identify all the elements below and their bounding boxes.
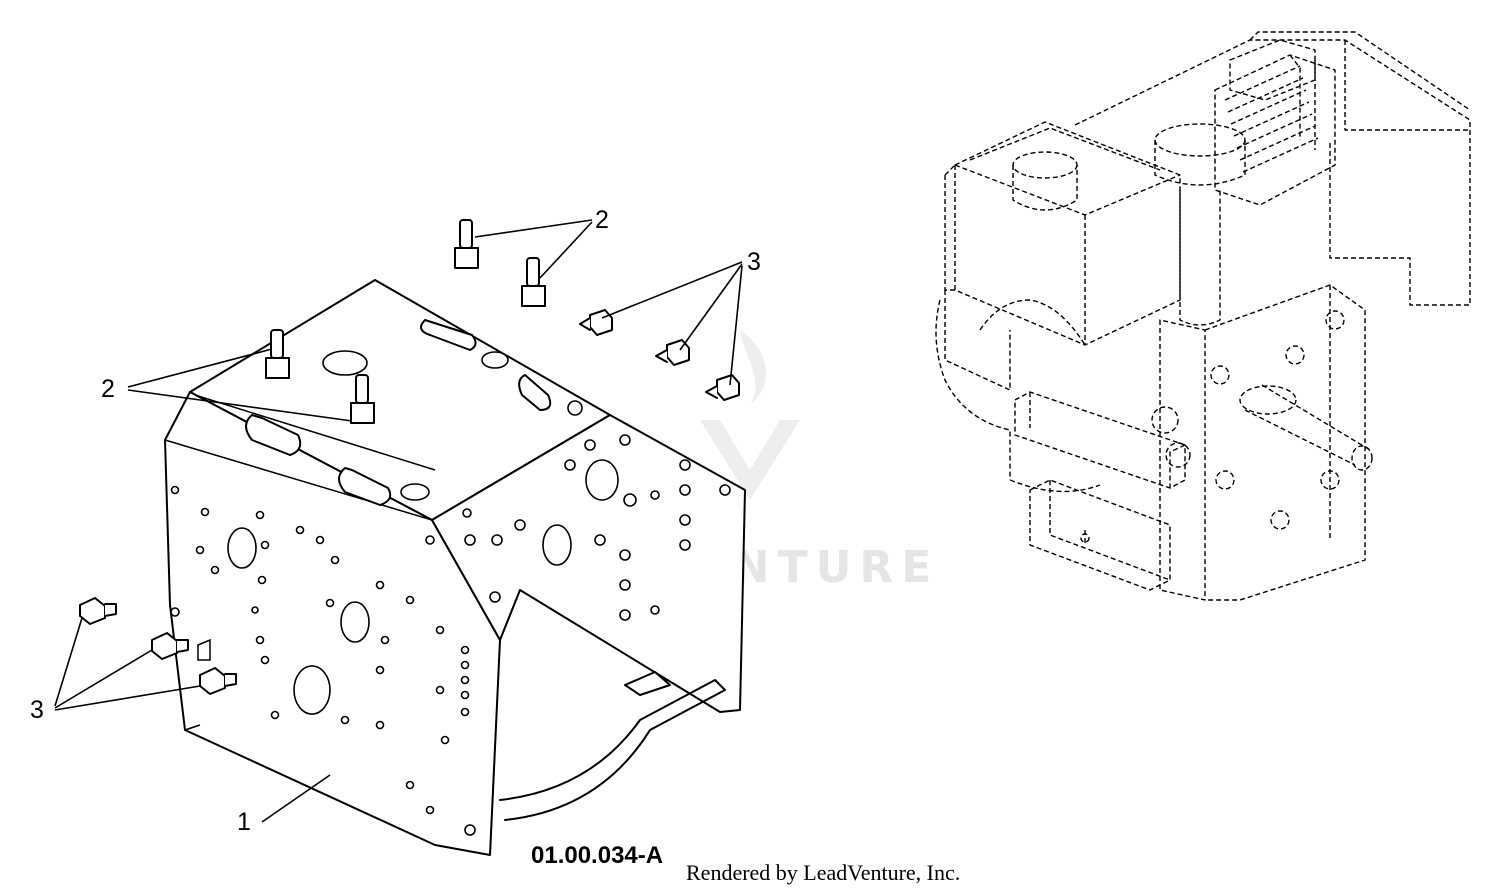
front-face-holes	[170, 485, 501, 836]
hex-screw	[705, 374, 740, 401]
hex-screw	[79, 597, 117, 625]
stud-bolt	[521, 257, 546, 307]
callout-3-left: 3	[30, 696, 44, 724]
callout-2-top: 2	[595, 206, 609, 234]
callout-1: 1	[237, 808, 251, 836]
engine-outline	[935, 31, 1471, 601]
engine-bolts	[1210, 310, 1345, 530]
frame-housing	[164, 279, 746, 856]
stud-bolt	[350, 374, 375, 424]
stud-bolts	[265, 219, 546, 424]
callout-3-top: 3	[747, 248, 761, 276]
hex-screw	[579, 309, 613, 336]
rendered-by-credit: Rendered by LeadVenture, Inc.	[686, 860, 960, 885]
diagram-id: 01.00.034-A	[531, 842, 663, 869]
callout-2-left: 2	[101, 375, 115, 403]
hex-screw	[199, 667, 237, 695]
leader-lines	[54, 219, 743, 823]
callout-labels: 2 3 2 3 1	[30, 206, 761, 836]
stud-bolt	[265, 329, 290, 379]
side-face-holes	[462, 434, 731, 621]
stud-bolt	[454, 219, 479, 269]
watermark-logo-icon	[700, 330, 800, 500]
hex-screw	[151, 632, 189, 660]
